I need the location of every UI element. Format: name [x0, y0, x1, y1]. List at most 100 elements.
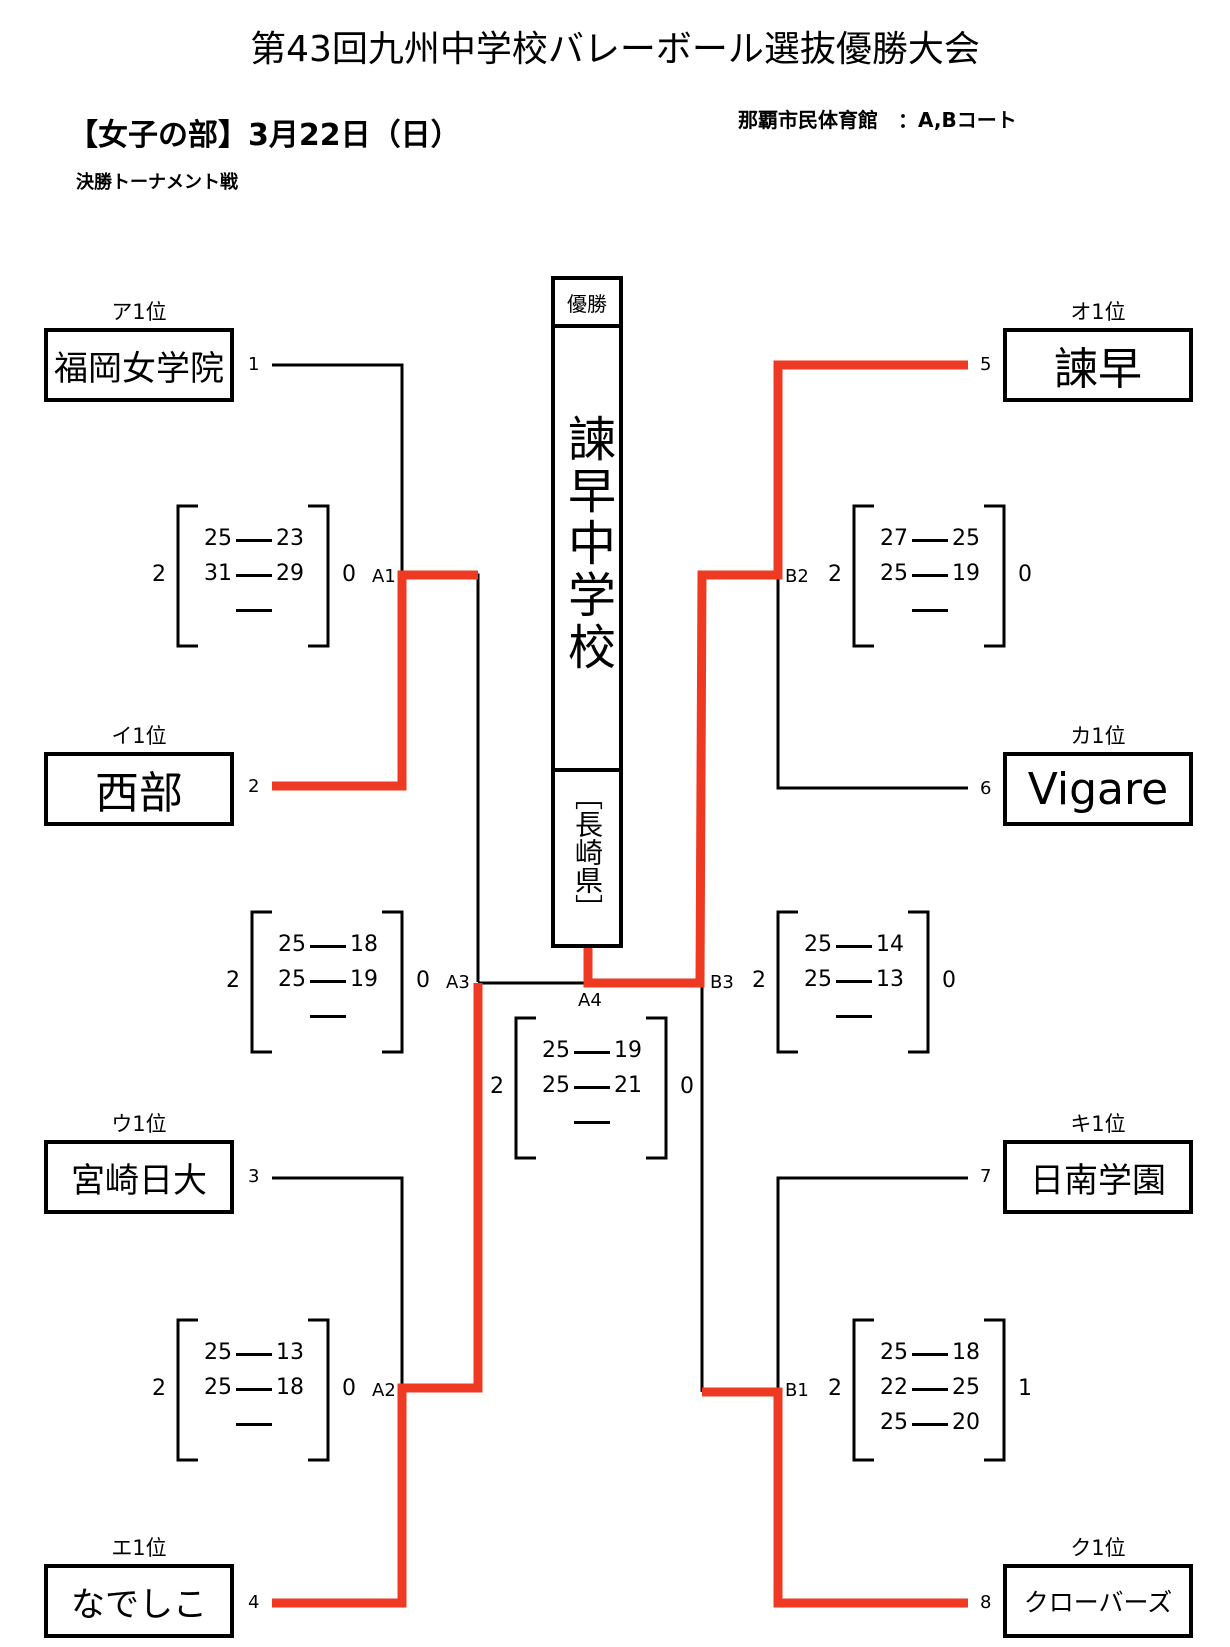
match-B3-set-2-left: 25	[804, 967, 832, 992]
match-B3-set-1-left: 25	[804, 932, 832, 957]
match-A4-left-sets: 2	[490, 1074, 504, 1099]
match-A3-set-1-right: 18	[350, 932, 378, 957]
team-8-box: クローバーズ	[1003, 1564, 1193, 1638]
team-8-seed: 8	[980, 1592, 992, 1613]
match-A1-left-sets: 2	[152, 562, 166, 587]
match-A1-set-1-left: 25	[204, 526, 232, 551]
match-A1-set-2-left: 31	[204, 561, 232, 586]
match-B2-set-2-right: 19	[952, 561, 980, 586]
match-A4-set-1-left: 25	[542, 1038, 570, 1063]
team-1-rank: ア1位	[111, 300, 167, 324]
team-1-box: 福岡女学院	[44, 328, 234, 402]
match-B3-left-bracket	[776, 910, 798, 1054]
match-A2-set-2-right: 18	[276, 1375, 304, 1400]
team-1-seed: 1	[248, 354, 260, 375]
team-2-rank: イ1位	[111, 724, 167, 748]
line-seed7	[776, 1176, 968, 1392]
match-A2-set-2-left: 25	[204, 1375, 232, 1400]
team-6-seed: 6	[980, 778, 992, 799]
match-A2-set-1-right: 13	[276, 1340, 304, 1365]
team-5-name: 諫早	[1054, 344, 1142, 395]
match-A3-right-sets: 0	[416, 968, 430, 993]
match-A2-set-1-left: 25	[204, 1340, 232, 1365]
match-A2-set-2-dash	[236, 1388, 272, 1391]
match-B2-right-sets: 0	[1018, 562, 1032, 587]
team-8-rank: ク1位	[1070, 1536, 1126, 1560]
match-A1-label: A1	[372, 566, 396, 587]
match-A2-left-bracket	[176, 1318, 198, 1462]
match-B2-set-2-left: 25	[880, 561, 908, 586]
match-A1-set-2-dash	[236, 574, 272, 577]
winner-line-seed5	[583, 360, 968, 988]
champion-prefecture: ［長崎県］	[551, 768, 623, 948]
match-A1-set-1-right: 23	[276, 526, 304, 551]
match-A3-label: A3	[446, 972, 470, 993]
champion-prefecture-text: ［長崎県］	[571, 782, 604, 922]
match-B3-set-2-right: 13	[876, 967, 904, 992]
team-7-box: 日南学園	[1003, 1140, 1193, 1214]
match-A4-set-3-dash	[574, 1121, 610, 1124]
team-5-rank: オ1位	[1070, 300, 1126, 324]
team-3-name: 宮崎日大	[71, 1160, 207, 1201]
team-2-name: 西部	[95, 768, 183, 819]
match-B2-left-bracket	[852, 504, 874, 648]
match-A2-label: A2	[372, 1380, 396, 1401]
match-B3-left-sets: 2	[752, 968, 766, 993]
match-A2-set-3-dash	[236, 1423, 272, 1426]
match-B2-right-bracket	[984, 504, 1006, 648]
match-A4-set-1-dash	[574, 1051, 610, 1054]
match-B1-set-1-right: 18	[952, 1340, 980, 1365]
match-A4-set-2-left: 25	[542, 1073, 570, 1098]
match-A4-right-sets: 0	[680, 1074, 694, 1099]
match-A1-right-bracket	[308, 504, 330, 648]
match-A3-set-2-left: 25	[278, 967, 306, 992]
match-B3-set-1-dash	[836, 945, 872, 948]
match-A3-set-1-left: 25	[278, 932, 306, 957]
match-A4-right-bracket	[646, 1016, 668, 1160]
match-B2-set-3-dash	[912, 609, 948, 612]
match-A1-right-sets: 0	[342, 562, 356, 587]
match-B3-set-1-right: 14	[876, 932, 904, 957]
match-B1-set-3-right: 20	[952, 1410, 980, 1435]
team-7-name: 日南学園	[1030, 1160, 1166, 1201]
match-B2-set-2-dash	[912, 574, 948, 577]
match-A3-set-1-dash	[310, 945, 346, 948]
match-B1-left-sets: 2	[828, 1376, 842, 1401]
team-6-name: Vigare	[1027, 763, 1169, 815]
team-2-seed: 2	[248, 776, 260, 797]
team-8-name: クローバーズ	[1023, 1588, 1173, 1617]
match-A3-set-2-dash	[310, 980, 346, 983]
match-B1-label: B1	[785, 1380, 809, 1401]
match-A1-set-1-dash	[236, 539, 272, 542]
team-7-rank: キ1位	[1070, 1112, 1126, 1136]
team-5-box: 諫早	[1003, 328, 1193, 402]
match-A3-left-sets: 2	[226, 968, 240, 993]
match-A4-set-1-right: 19	[614, 1038, 642, 1063]
match-A4-label: A4	[578, 990, 602, 1011]
division-heading: 【女子の部】3月22日（日）	[68, 118, 461, 153]
winner-line-seed8	[702, 1387, 968, 1608]
match-B3-set-3-dash	[836, 1015, 872, 1018]
match-B1-set-2-right: 25	[952, 1375, 980, 1400]
match-A1-set-2-right: 29	[276, 561, 304, 586]
team-4-name: なでしこ	[71, 1584, 207, 1625]
match-B2-set-1-right: 25	[952, 526, 980, 551]
page-title: 第43回九州中学校バレーボール選抜優勝大会	[250, 29, 980, 70]
match-B3-label: B3	[710, 972, 734, 993]
match-A1-set-3-dash	[236, 609, 272, 612]
match-A4-left-bracket	[514, 1016, 536, 1160]
match-A3-set-2-right: 19	[350, 967, 378, 992]
line-seed1	[272, 363, 404, 575]
winner-line-seed2	[272, 570, 478, 791]
match-B1-set-1-left: 25	[880, 1340, 908, 1365]
match-B3-set-2-dash	[836, 980, 872, 983]
line-a1-a3	[400, 573, 480, 982]
line-seed6	[776, 575, 968, 790]
match-B3-right-sets: 0	[942, 968, 956, 993]
match-B1-left-bracket	[852, 1318, 874, 1462]
match-A4-set-2-right: 21	[614, 1073, 642, 1098]
stage-label: 決勝トーナメント戦	[76, 172, 238, 193]
match-A2-right-bracket	[308, 1318, 330, 1462]
match-B2-label: B2	[785, 566, 809, 587]
